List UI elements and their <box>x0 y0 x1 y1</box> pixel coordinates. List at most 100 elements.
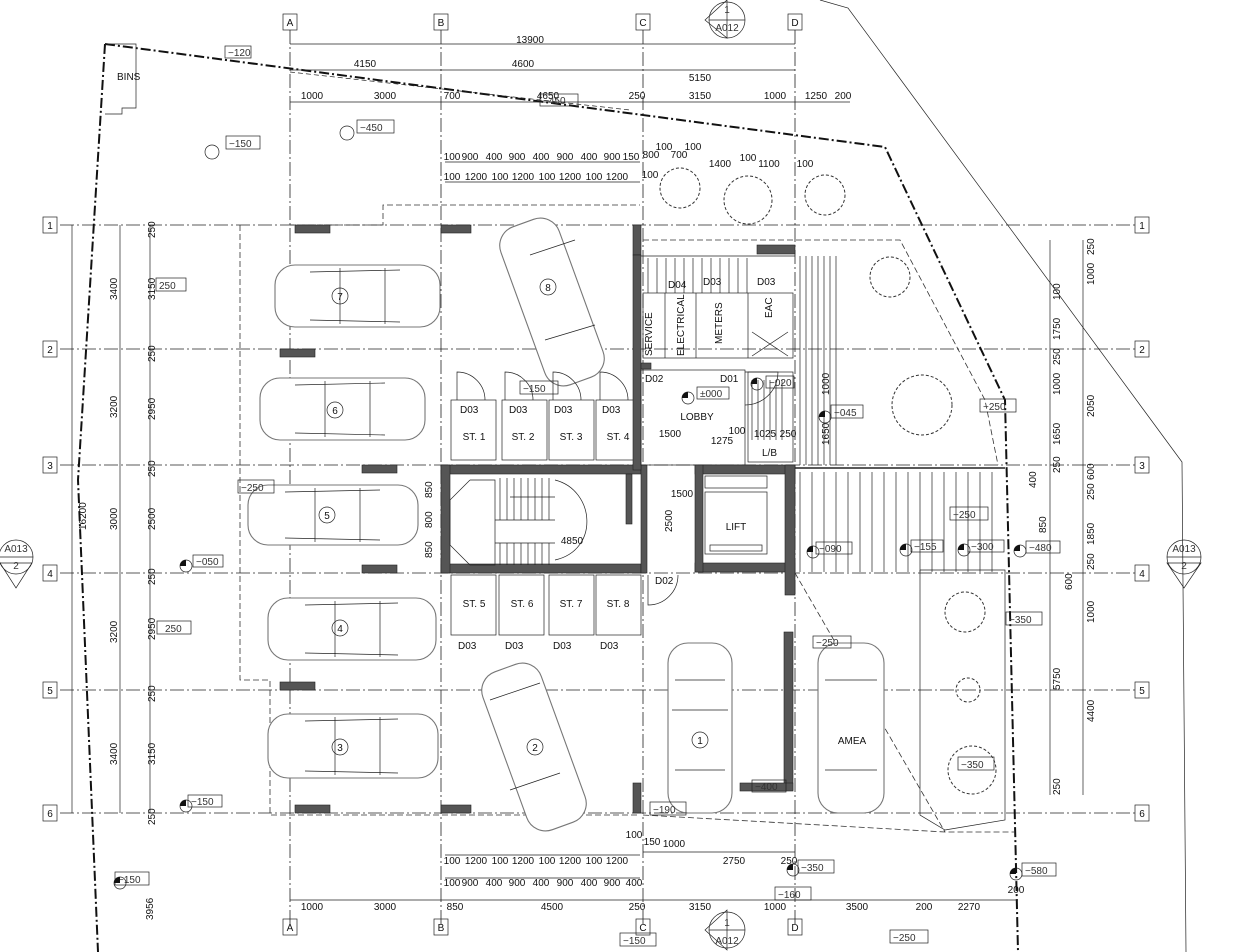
dim-left-a-5: 3400 <box>109 742 120 765</box>
storeroom-4-label: ST. 4 <box>607 432 630 443</box>
lb-label: L/B <box>762 448 777 459</box>
dim-stor-top-b-4: 1200 <box>512 172 535 183</box>
dim-stor-top-a-3: 400 <box>486 152 503 163</box>
parking-space-7-number: 7 <box>337 292 343 303</box>
section-a013-left-ref: A013 <box>4 544 28 555</box>
grid-label-d-top: D <box>791 18 798 29</box>
parking-space-5-number: 5 <box>324 511 330 522</box>
service-rooms: SERVICE ELECTRICAL METERS EAC D04 D03 D0… <box>641 255 795 359</box>
grid-label-4-left: 4 <box>47 569 53 580</box>
dim-left-b-8: 2950 <box>147 617 158 640</box>
dim-left-b-1: 250 <box>147 221 158 238</box>
door-d03-meters: D03 <box>703 277 722 288</box>
grid-bubbles-letters-bottom: A B C D <box>282 918 803 936</box>
section-tag-a012-bottom: 1 A012 <box>704 909 746 951</box>
dim-stor-top-b-8: 1200 <box>606 172 629 183</box>
storeroom-2-label: ST. 2 <box>512 432 535 443</box>
grid-bubbles-numbers-right: 1 2 3 4 5 6 <box>1134 216 1150 822</box>
section-tag-a013-right: A013 2 <box>1166 539 1202 589</box>
dim-interior-1500b: 1500 <box>671 489 694 500</box>
dim-interior-1275: 1275 <box>711 436 734 447</box>
level-tag-garden: −250 <box>983 402 1006 413</box>
dim-right-small-1: 100 <box>656 142 673 153</box>
dim-interior-250: 250 <box>780 429 797 440</box>
dim-stor-top-a-4: 900 <box>509 152 526 163</box>
grid-label-5-left: 5 <box>47 686 53 697</box>
dim-bottom-misc-3: 1000 <box>663 839 686 850</box>
level-tag-bottom-right: −580 <box>1025 866 1048 877</box>
door-d04-label: D04 <box>668 280 687 291</box>
service-label: SERVICE <box>644 312 655 356</box>
dim-bottom-row-3: 850 <box>447 902 464 913</box>
level-tag-row6: −150 <box>191 797 214 808</box>
dim-right-a-7: 1000 <box>1086 600 1097 623</box>
dim-bottom-stor-b-4: 900 <box>509 878 526 889</box>
section-a012-bottom-number: 1 <box>724 918 730 929</box>
level-tag-car1: −190 <box>653 805 676 816</box>
site-outlines <box>239 204 1015 833</box>
trees <box>659 167 997 795</box>
level-tag-bottom-left: −150 <box>118 875 141 886</box>
dim-right-b-4: 600 <box>1086 463 1097 480</box>
storeroom-3-label: ST. 3 <box>560 432 583 443</box>
dim-top3-1: 1000 <box>301 91 324 102</box>
dim-top2-2: 4600 <box>512 59 535 70</box>
bins-label: BINS <box>117 72 141 83</box>
dim-interior-4850: 4850 <box>561 536 584 547</box>
electrical-label: ELECTRICAL <box>676 294 687 356</box>
level-tag-st-area: −150 <box>523 384 546 395</box>
dim-left-b-5: 250 <box>147 460 158 477</box>
dim-left-b-6: 2500 <box>147 507 158 530</box>
dim-bottom-stor-b-2: 900 <box>462 878 479 889</box>
door-d03-st2: D03 <box>509 405 528 416</box>
section-a012-top-number: 1 <box>724 5 730 16</box>
grid-lines <box>60 30 1135 925</box>
section-a012-bottom-ref: A012 <box>715 936 739 947</box>
level-tag-amea: −250 <box>816 638 839 649</box>
level-tag-bottom-c2: −150 <box>623 936 646 947</box>
dim-stor-top-a-2: 900 <box>462 152 479 163</box>
parking-space-8-number: 8 <box>545 283 551 294</box>
storeroom-7-label: ST. 7 <box>560 599 583 610</box>
top-dimension-lines <box>290 43 850 183</box>
section-tag-a013-left: A013 2 <box>0 539 34 589</box>
level-tag-ramp-low: −090 <box>819 544 842 555</box>
dim-bottom-row-8: 3500 <box>846 902 869 913</box>
dim-right-small-5: 100 <box>740 153 757 164</box>
dim-right-a-5: 1650 <box>1052 422 1063 445</box>
dim-stor-top-a-7: 400 <box>581 152 598 163</box>
section-a013-left-number: 2 <box>13 561 19 572</box>
dim-right-b-5: 250 <box>1052 456 1063 473</box>
dim-bottom-row-6: 3150 <box>689 902 712 913</box>
dim-stor-top-a-8: 900 <box>604 152 621 163</box>
dim-top2-3: 5150 <box>689 73 712 84</box>
level-tag-bottom-far: −250 <box>893 933 916 944</box>
door-d03-st6: D03 <box>505 641 524 652</box>
dim-top3-6: 3150 <box>689 91 712 102</box>
dim-bottom-row-5: 250 <box>629 902 646 913</box>
parking-space-1: 1 <box>667 642 733 814</box>
dim-bottom-stor-b-8: 900 <box>604 878 621 889</box>
dim-left-b-11: 250 <box>147 808 158 825</box>
storeroom-5-label: ST. 5 <box>463 599 486 610</box>
level-tag-row4: 250 <box>165 624 182 635</box>
dim-right-b-8: 250 <box>1052 778 1063 795</box>
dim-stair-800: 800 <box>424 511 435 528</box>
dim-bottom-stor-b-1: 100 <box>444 878 461 889</box>
parking-space-4: 4 <box>267 597 437 661</box>
dim-top3-9: 200 <box>835 91 852 102</box>
dim-stor-top-a-5: 400 <box>533 152 550 163</box>
door-d03-eac: D03 <box>757 277 776 288</box>
dim-right-b-3: 250 <box>1052 348 1063 365</box>
parking-space-3: 3 <box>267 713 439 779</box>
grid-bubbles-numbers-left: 1 2 3 4 5 6 <box>42 216 58 822</box>
door-d03-st5: D03 <box>458 641 477 652</box>
dim-left-b-10: 3150 <box>147 742 158 765</box>
lift-label: LIFT <box>726 522 747 533</box>
dim-left-b-2: 3150 <box>147 277 158 300</box>
parking-space-8: 8 <box>499 217 605 387</box>
grid-label-c-bottom: C <box>639 923 646 934</box>
dim-top3-2: 3000 <box>374 91 397 102</box>
dim-interior-1650: 1650 <box>821 422 832 445</box>
